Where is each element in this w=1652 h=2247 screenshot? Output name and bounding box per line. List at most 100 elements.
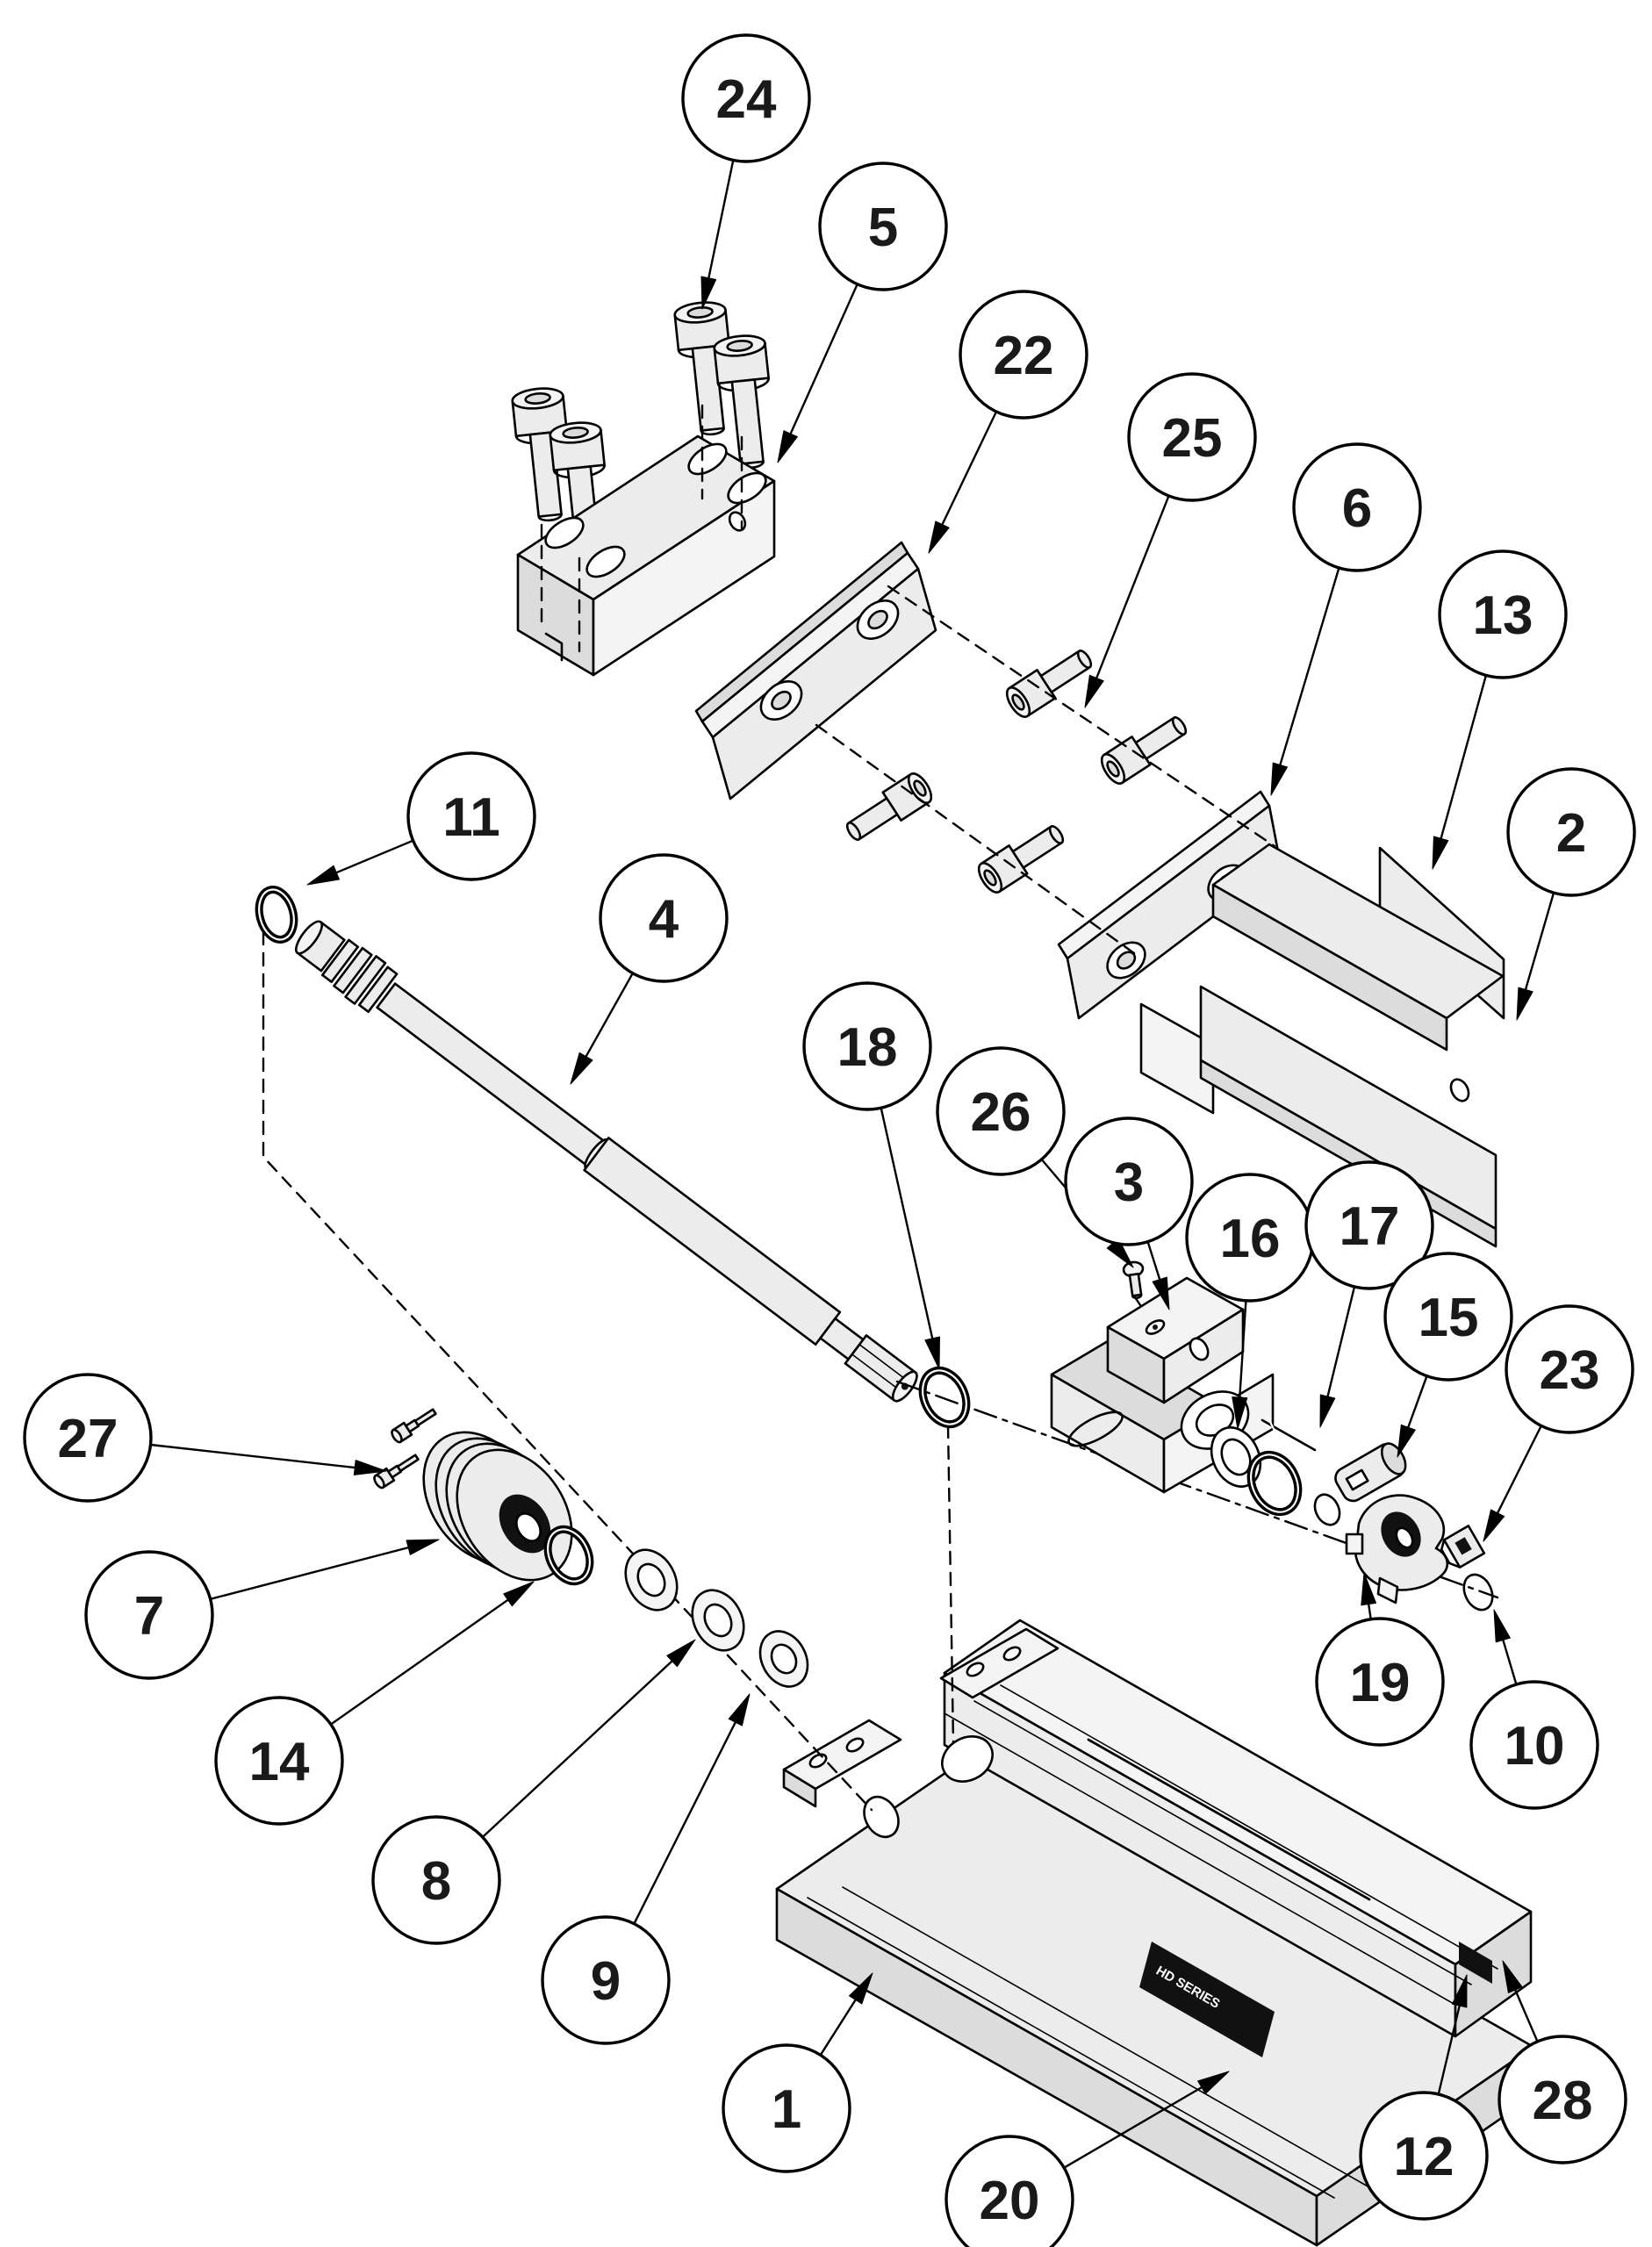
jaw-screw	[1005, 650, 1093, 718]
balloon-label: 26	[971, 1082, 1031, 1143]
leader-arrowhead	[1483, 1509, 1505, 1542]
nameplate-label: HD SERIES	[1139, 1942, 1275, 2057]
balloon-label: 11	[442, 787, 500, 848]
balloon-2: 2	[1506, 767, 1636, 1021]
set-screw	[1122, 1260, 1145, 1300]
balloon-label: 9	[591, 1951, 621, 2012]
balloon-label: 27	[58, 1409, 119, 1469]
balloon-label: 12	[1394, 2127, 1454, 2187]
base-mount-tab	[782, 1719, 902, 1808]
leader-line	[330, 839, 414, 876]
small-o-ring	[1313, 1493, 1341, 1526]
balloon-circle	[1359, 2091, 1489, 2221]
balloon-5: 5	[777, 162, 948, 463]
balloon-11: 11	[306, 751, 536, 886]
o-ring-14	[543, 1525, 594, 1586]
balloon-label: 17	[1340, 1196, 1400, 1257]
balloon-circle	[1498, 2035, 1627, 2164]
leader-arrowhead	[924, 1336, 940, 1370]
balloon-circle	[1292, 442, 1422, 572]
balloon-label: 3	[1114, 1152, 1144, 1213]
leader-arrowhead	[1319, 1394, 1336, 1428]
balloon-label: 15	[1419, 1288, 1479, 1348]
balloon-label: 19	[1350, 1653, 1411, 1713]
jaw-screw	[1100, 716, 1188, 785]
balloon-circle	[1506, 767, 1636, 897]
o-ring-18	[918, 1366, 971, 1429]
leader-line	[1512, 1984, 1539, 2043]
balloon-circle	[1315, 1617, 1445, 1747]
leader-line	[1093, 494, 1170, 685]
balloon-circle	[1438, 549, 1568, 679]
cam-bracket	[1345, 1494, 1448, 1604]
leader-line	[1146, 1240, 1163, 1286]
leader-line	[1404, 1375, 1428, 1434]
dashed-centerline	[815, 723, 1136, 955]
lead-screw	[294, 920, 918, 1403]
balloon-10: 10	[1469, 1609, 1599, 1810]
balloon-circle	[541, 1915, 671, 2045]
balloon-circle	[23, 1373, 153, 1503]
balloon-3: 3	[1064, 1116, 1194, 1310]
balloon-18: 18	[802, 981, 940, 1370]
leader-arrowhead	[1270, 762, 1288, 796]
leader-arrowhead	[1152, 1276, 1170, 1310]
leader-line	[1438, 674, 1488, 845]
leader-arrowhead	[666, 1639, 696, 1668]
leader-line	[938, 410, 998, 531]
o-ring-10	[1462, 1573, 1494, 1612]
balloon-label: 14	[249, 1732, 310, 1792]
balloon-label: 28	[1533, 2071, 1593, 2131]
balloon-circle	[1469, 1680, 1599, 1810]
balloon-circle	[959, 290, 1088, 420]
leader-line	[1494, 1425, 1543, 1519]
leader-line	[880, 1107, 935, 1345]
leader-arrowhead	[503, 1581, 535, 1607]
leader-arrowhead	[1432, 836, 1449, 870]
washer	[758, 1630, 809, 1688]
leader-arrowhead	[1493, 1609, 1511, 1643]
vise-base-body: HD SERIES	[775, 1619, 1535, 2247]
leader-line	[329, 1596, 514, 1726]
leader-arrowhead	[928, 520, 950, 554]
balloon-label: 1	[772, 2079, 801, 2140]
movable-jaw-plate	[694, 541, 937, 800]
cap-screw	[549, 421, 606, 556]
balloon-label: 22	[994, 326, 1054, 386]
leader-arrowhead	[406, 1539, 440, 1555]
jaw-screw	[845, 772, 933, 841]
leader-arrowhead	[1084, 674, 1104, 708]
balloon-24: 24	[681, 33, 811, 310]
dashed-centerline	[262, 930, 873, 1812]
balloon-label: 10	[1505, 1716, 1565, 1777]
balloon-22: 22	[928, 290, 1088, 554]
balloon-circle	[1304, 1160, 1434, 1290]
cap-screw	[713, 334, 770, 470]
balloon-circle	[1064, 1116, 1194, 1246]
balloon-label: 20	[980, 2171, 1040, 2231]
leader-line	[481, 1656, 678, 1839]
balloon-label: 18	[837, 1017, 898, 1078]
balloon-16: 16	[1185, 1173, 1315, 1430]
balloon-label: 8	[421, 1851, 451, 1912]
balloon-label: 25	[1162, 408, 1223, 469]
balloon-label: 2	[1556, 803, 1586, 864]
balloon-label: 6	[1342, 478, 1372, 539]
leader-arrowhead	[777, 430, 798, 463]
dashed-centerline	[946, 1424, 955, 1745]
balloon-13: 13	[1432, 549, 1568, 870]
leader-arrowhead	[728, 1693, 751, 1727]
balloon-4: 4	[570, 853, 729, 1085]
balloon-6: 6	[1270, 442, 1422, 796]
leader-arrowhead	[570, 1052, 593, 1085]
balloon-7: 7	[84, 1539, 440, 1680]
washer	[691, 1589, 745, 1652]
roll-pin	[1261, 1415, 1317, 1452]
balloon-circle	[406, 751, 536, 881]
leader-arrowhead	[1451, 1974, 1468, 2008]
leader-line	[1500, 1633, 1518, 1686]
leader-line	[1523, 892, 1555, 996]
dashed-centerline	[895, 1380, 1499, 1599]
flange-screw	[373, 1454, 420, 1490]
